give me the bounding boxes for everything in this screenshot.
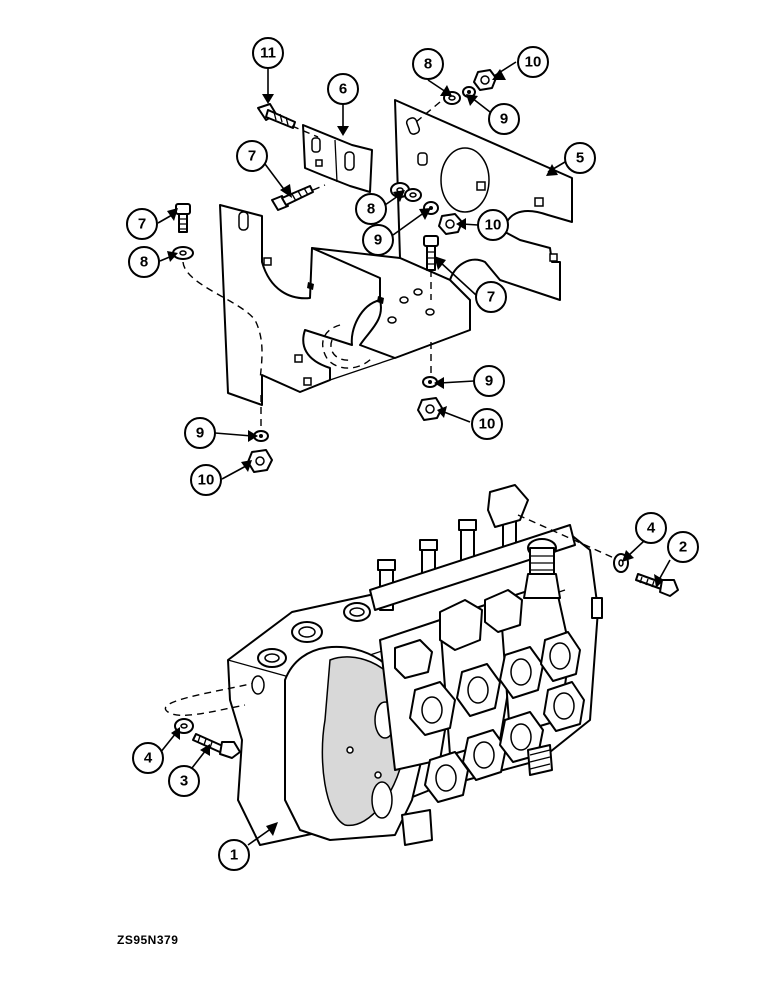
callout-5: 5 xyxy=(564,142,596,174)
bolt-7-left xyxy=(175,203,191,233)
callout-9-top: 9 xyxy=(488,103,520,135)
svg-text:8: 8 xyxy=(367,201,375,218)
nut-10-mid xyxy=(438,213,463,235)
spool-stems xyxy=(369,484,576,611)
callout-7-right: 7 xyxy=(475,281,507,313)
svg-text:10: 10 xyxy=(485,217,502,234)
bolt-3 xyxy=(192,733,241,759)
callout-4-left: 4 xyxy=(132,742,164,774)
callout-8-mid: 8 xyxy=(355,193,387,225)
callout-8-left: 8 xyxy=(128,246,160,278)
bolt-7-upper xyxy=(271,185,314,211)
callout-6: 6 xyxy=(327,73,359,105)
callout-9-lower-right: 9 xyxy=(473,365,505,397)
lockwasher-9-lower-left xyxy=(253,430,269,442)
svg-text:7: 7 xyxy=(138,216,146,233)
bolt-7-right xyxy=(423,235,439,271)
svg-text:9: 9 xyxy=(196,425,204,442)
callout-10-lower-left: 10 xyxy=(190,464,222,496)
svg-text:1: 1 xyxy=(230,847,238,864)
callout-10-lower-right: 10 xyxy=(471,408,503,440)
figure-code: ZS95N379 xyxy=(117,933,179,947)
nut-10-top xyxy=(473,69,497,91)
bolt-11 xyxy=(257,103,296,129)
svg-text:11: 11 xyxy=(260,45,276,62)
svg-text:3: 3 xyxy=(180,773,188,790)
svg-text:7: 7 xyxy=(248,148,256,165)
callout-7-left: 7 xyxy=(126,208,158,240)
svg-text:9: 9 xyxy=(500,111,508,128)
callout-11: 11 xyxy=(252,37,284,69)
svg-text:10: 10 xyxy=(525,54,542,71)
svg-text:9: 9 xyxy=(485,373,493,390)
callout-4-right: 4 xyxy=(635,512,667,544)
svg-text:10: 10 xyxy=(479,416,496,433)
callout-8-top: 8 xyxy=(412,48,444,80)
svg-text:2: 2 xyxy=(679,539,687,556)
bolt-2 xyxy=(635,573,679,597)
callout-10-top: 10 xyxy=(517,46,549,78)
lockwasher-9-lower-right xyxy=(422,376,438,388)
svg-text:4: 4 xyxy=(647,520,656,537)
svg-text:4: 4 xyxy=(144,750,153,767)
callout-9-mid: 9 xyxy=(362,224,394,256)
angle-bracket xyxy=(302,124,373,193)
callout-2: 2 xyxy=(667,531,699,563)
callout-3: 3 xyxy=(168,765,200,797)
work-ports xyxy=(409,631,585,803)
svg-text:9: 9 xyxy=(374,232,382,249)
callout-1: 1 xyxy=(218,839,250,871)
control-valve xyxy=(164,484,603,846)
svg-text:8: 8 xyxy=(424,56,432,73)
svg-text:10: 10 xyxy=(198,472,215,489)
plate-hole xyxy=(440,147,490,213)
callout-7-upper: 7 xyxy=(236,140,268,172)
nut-10-lower-right xyxy=(417,397,443,421)
svg-text:8: 8 xyxy=(140,254,148,271)
svg-text:6: 6 xyxy=(339,81,347,98)
callout-9-lower-left: 9 xyxy=(184,417,216,449)
washer-8-mid xyxy=(390,182,422,202)
svg-text:7: 7 xyxy=(487,289,495,306)
relief-fitting xyxy=(523,538,561,599)
svg-text:5: 5 xyxy=(576,150,584,167)
mounting-plate xyxy=(219,99,573,406)
callout-10-mid: 10 xyxy=(477,209,509,241)
